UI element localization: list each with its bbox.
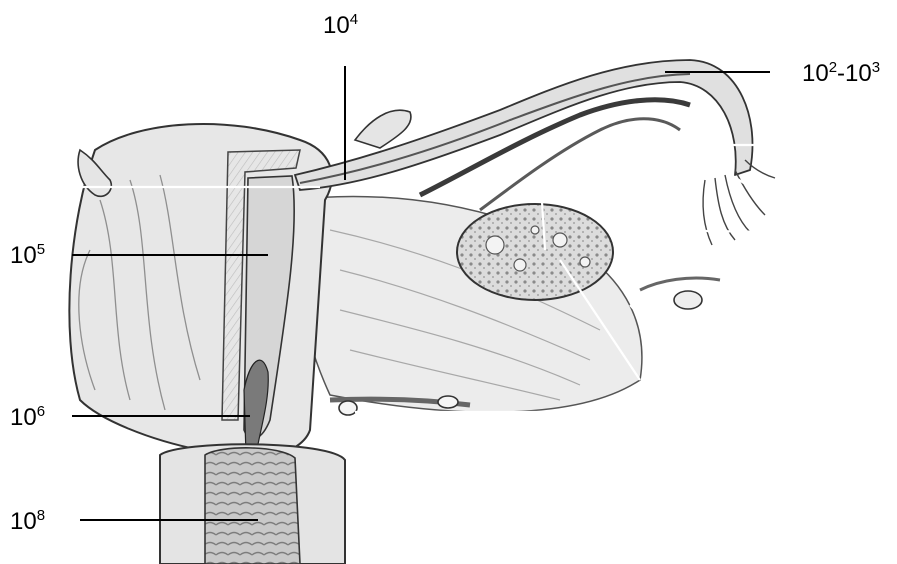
label-vagina: 108 [10, 510, 45, 534]
ovary [457, 204, 613, 300]
label-uterine-tube: 104 [323, 14, 358, 38]
top-tube-stub [355, 110, 411, 148]
uterine-tube [295, 60, 753, 190]
vessel-stump [339, 401, 357, 415]
label-fimbriae: 102-103 [802, 62, 880, 86]
uterus-body [69, 124, 332, 460]
vaginal-canal [205, 448, 300, 564]
label-uterine-cavity: 105 [10, 244, 45, 268]
tube-vessel-2 [480, 119, 680, 210]
suspensory-ligament [640, 278, 720, 290]
vessel-stump-2 [438, 396, 458, 408]
label-cervix: 106 [10, 406, 45, 430]
ovarian-vessel [674, 291, 702, 309]
